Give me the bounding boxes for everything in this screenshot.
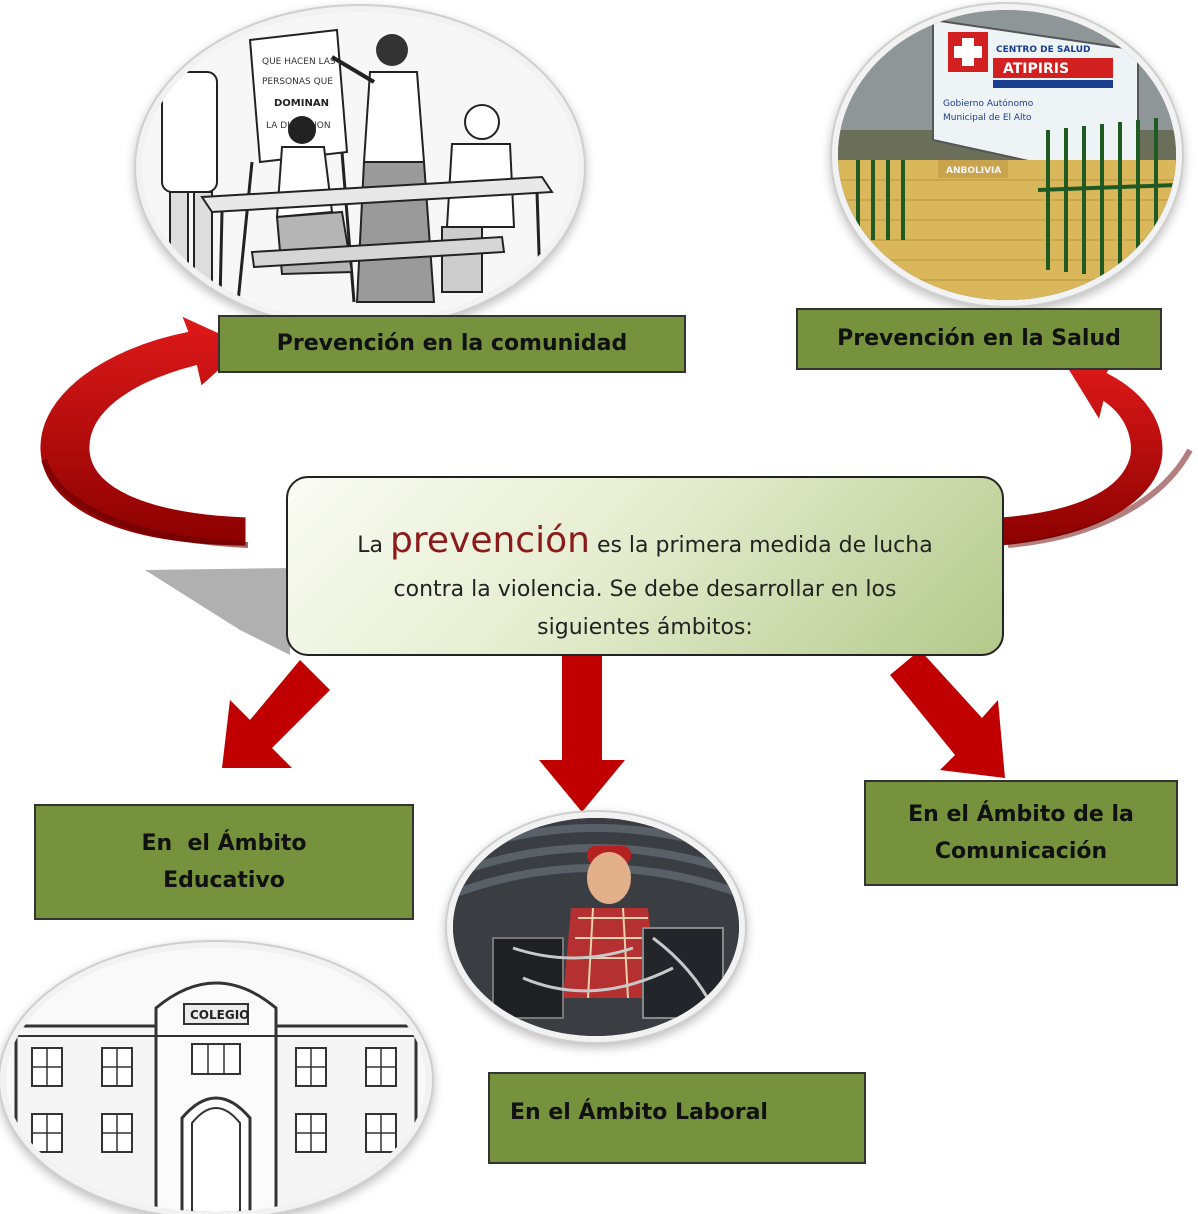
health-sign-line-2: ATIPIRIS	[1003, 61, 1069, 77]
health-sign-line-1: CENTRO DE SALUD	[996, 45, 1091, 55]
box-ambito-educativo-line-2: Educativo	[163, 868, 285, 893]
center-line-1-post: es la primera medida de lucha	[589, 533, 933, 558]
arrow-down-right	[890, 650, 1005, 778]
center-line-3: siguientes ámbitos:	[537, 614, 753, 640]
sign-line-3: DOMINAN	[274, 98, 329, 109]
right-curved-arrow	[997, 352, 1168, 551]
health-sign-line-4: Municipal de El Alto	[943, 113, 1032, 123]
left-curved-arrow	[35, 307, 255, 551]
keyword-prevencion: prevención	[390, 520, 590, 561]
arrow-down-center	[539, 656, 625, 812]
box-ambito-comunicacion: En el Ámbito de la Comunicación	[864, 780, 1178, 886]
box-ambito-comunicacion-line-1: En el Ámbito de la	[908, 801, 1134, 827]
center-line-1-pre: La	[357, 533, 391, 558]
school-sign-text: COLEGIO	[190, 1008, 249, 1022]
arrow-down-left	[222, 660, 330, 768]
center-prevention-box: La prevención es la primera medida de lu…	[286, 476, 1004, 656]
center-box-shadow	[145, 568, 290, 655]
box-ambito-educativo-line-1: En el Ámbito	[141, 830, 307, 856]
box-ambito-comunicacion-line-2: Comunicación	[934, 839, 1108, 864]
center-line-1: La prevención es la primera medida de lu…	[288, 510, 1002, 571]
school-illustration: COLEGIO	[6, 948, 426, 1212]
box-ambito-educativo: En el Ámbito Educativo	[34, 804, 414, 920]
box-ambito-laboral-text: En el Ámbito Laboral	[510, 1100, 768, 1125]
box-prevencion-salud: Prevención en la Salud	[796, 308, 1162, 370]
sign-line-1: QUE HACEN LAS	[262, 57, 336, 67]
worker-photo	[453, 818, 739, 1036]
health-center-photo: CENTRO DE SALUD ATIPIRIS Gobierno Autóno…	[838, 10, 1176, 300]
sign-line-2: PERSONAS QUE	[262, 77, 333, 87]
box-prevencion-comunidad: Prevención en la comunidad	[218, 315, 686, 373]
box-prevencion-salud-text: Prevención en la Salud	[837, 326, 1121, 352]
box-prevencion-comunidad-text: Prevención en la comunidad	[276, 331, 628, 357]
community-discussion-illustration: QUE HACEN LAS PERSONAS QUE DOMINAN LA DI…	[142, 12, 578, 322]
health-wall-text: ANBOLIVIA	[946, 166, 1001, 176]
box-ambito-laboral: En el Ámbito Laboral	[488, 1072, 866, 1164]
center-line-2: contra la violencia. Se debe desarrollar…	[393, 577, 897, 603]
health-sign-line-3: Gobierno Autónomo	[943, 98, 1034, 109]
